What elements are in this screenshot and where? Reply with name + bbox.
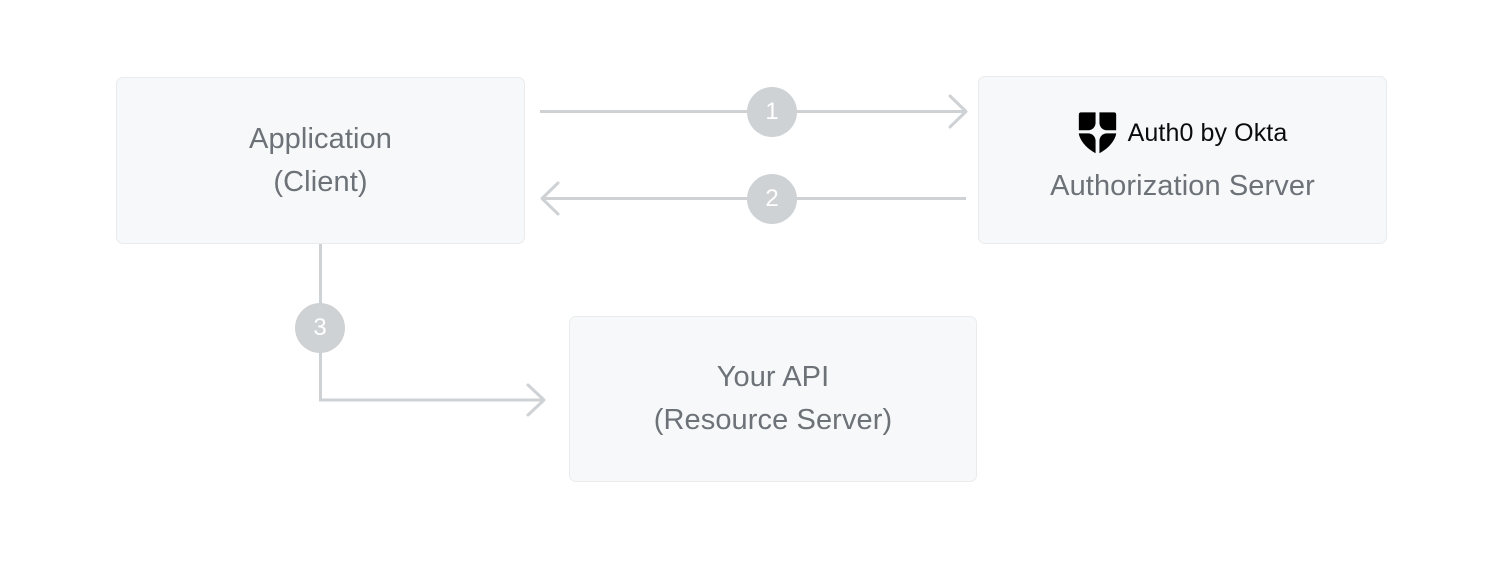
auth0-wordmark: Auth0 by Okta [1127, 119, 1288, 147]
node-your-api: Your API (Resource Server) [569, 316, 977, 482]
auth0-brand-lockup: Auth0 by Okta [1078, 112, 1288, 154]
node-your-api-line-1: Your API [716, 361, 830, 393]
node-authorization-server-label: Authorization Server [1050, 170, 1315, 202]
node-your-api-line-2: (Resource Server) [653, 404, 893, 436]
connector-step-3 [319, 244, 546, 417]
node-application-line-1: Application [249, 122, 392, 155]
step-badge-2: 2 [747, 174, 797, 224]
node-authorization-server: Auth0 by Okta Authorization Server [978, 76, 1387, 244]
node-application-line-2: (Client) [273, 165, 368, 198]
step-badge-3: 3 [295, 303, 345, 353]
step-badge-1: 1 [747, 87, 797, 137]
node-application: Application (Client) [116, 77, 525, 244]
auth0-shield-icon [1078, 112, 1116, 154]
